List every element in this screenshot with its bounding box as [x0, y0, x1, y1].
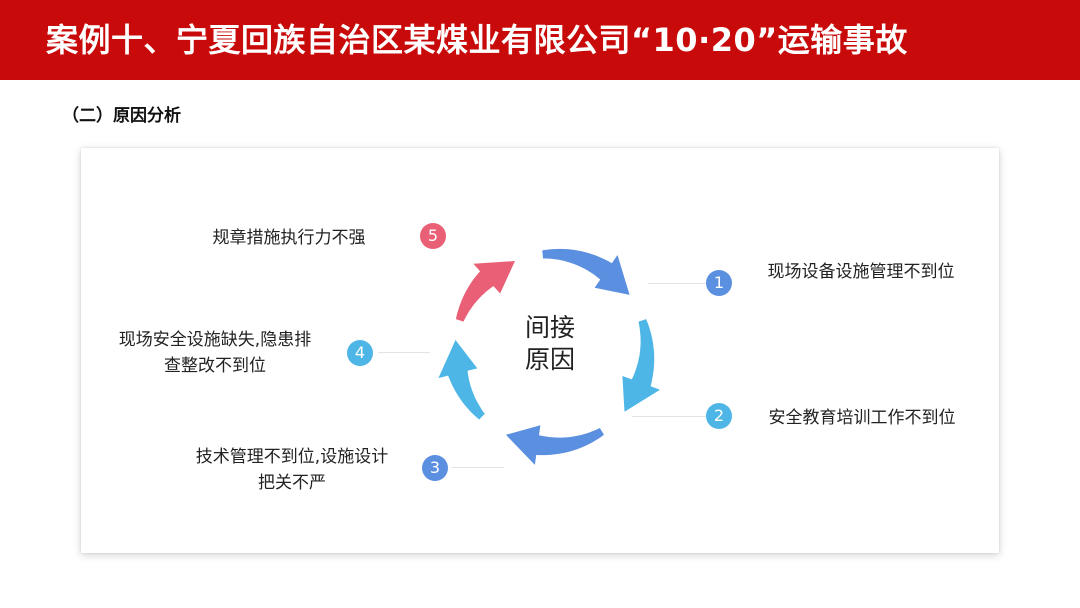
- badge-1: 1: [706, 270, 732, 296]
- cause-label-1: 现场设备设施管理不到位: [767, 262, 955, 282]
- diagram-center-label: 间接 原因: [500, 312, 600, 376]
- cycle-arrow-3: [505, 425, 604, 465]
- leader-line-4: [378, 352, 430, 353]
- center-line-2: 原因: [524, 345, 575, 374]
- cause-label-4: 现场安全设施缺失,隐患排查整改不到位: [118, 330, 312, 376]
- badge-4: 4: [347, 340, 373, 366]
- cycle-arrow-4: [438, 340, 485, 420]
- cycle-arrow-5: [455, 261, 515, 322]
- leader-line-1: [648, 283, 706, 284]
- badge-2: 2: [706, 403, 732, 429]
- cause-label-3: 技术管理不到位,设施设计把关不严: [195, 447, 389, 493]
- cause-label-5: 规章措施执行力不强: [212, 228, 366, 248]
- section-subtitle: （二）原因分析: [62, 106, 181, 126]
- cycle-arrow-1: [542, 248, 630, 295]
- badge-5: 5: [420, 223, 446, 249]
- center-line-1: 间接: [524, 313, 575, 342]
- leader-line-2: [632, 416, 706, 417]
- diagram-card: [81, 148, 999, 553]
- title-bar: 案例十、宁夏回族自治区某煤业有限公司“10·20”运输事故: [0, 0, 1080, 80]
- badge-3: 3: [422, 455, 448, 481]
- leader-line-3: [452, 467, 504, 468]
- cause-label-2: 安全教育培训工作不到位: [768, 408, 956, 428]
- cycle-arrow-2: [622, 319, 660, 412]
- page-title: 案例十、宁夏回族自治区某煤业有限公司“10·20”运输事故: [46, 21, 908, 59]
